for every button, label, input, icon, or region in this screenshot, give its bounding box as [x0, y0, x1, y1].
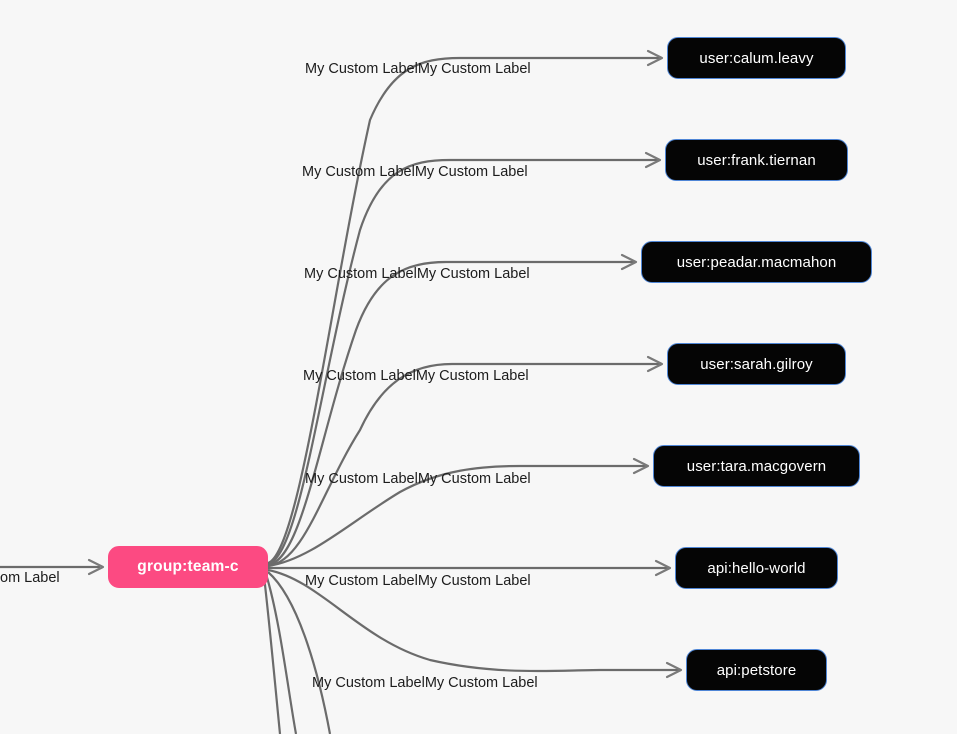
graph-node-group-team-c[interactable]: group:team-c: [108, 546, 268, 588]
graph-node-api-hello-world[interactable]: api:hello-world: [675, 547, 838, 589]
graph-node-label: group:team-c: [137, 558, 239, 575]
graph-node-user-frank-tiernan[interactable]: user:frank.tiernan: [665, 139, 848, 181]
edge-arrowhead-5[interactable]: [654, 559, 672, 577]
graph-node-api-petstore[interactable]: api:petstore: [686, 649, 827, 691]
graph-node-label: user:frank.tiernan: [697, 151, 816, 169]
graph-node-user-sarah-gilroy[interactable]: user:sarah.gilroy: [667, 343, 846, 385]
graph-node-user-peadar-macmahon[interactable]: user:peadar.macmahon: [641, 241, 872, 283]
edge-line-3[interactable]: [267, 362, 660, 568]
edge-arrowhead-1[interactable]: [644, 151, 662, 169]
edge-line-4[interactable]: [267, 464, 646, 568]
graph-node-label: api:hello-world: [707, 559, 806, 577]
edge-line-2[interactable]: [267, 260, 634, 567]
graph-node-label: user:peadar.macmahon: [676, 253, 837, 271]
edge-arrowhead-6[interactable]: [665, 661, 683, 679]
edge-line-9[interactable]: [262, 575, 282, 734]
graph-node-user-tara-macgovern[interactable]: user:tara.macgovern: [653, 445, 860, 487]
edge-line-6[interactable]: [267, 568, 679, 673]
graph-node-label: user:tara.macgovern: [686, 457, 827, 475]
graph-node-user-calum-leavy[interactable]: user:calum.leavy: [667, 37, 846, 79]
incoming-edge-arrowhead[interactable]: [87, 558, 105, 576]
edge-arrowhead-0[interactable]: [646, 49, 664, 67]
graph-node-label: user:calum.leavy: [699, 49, 814, 67]
edge-line-1[interactable]: [267, 158, 658, 566]
edge-line-0[interactable]: [267, 56, 660, 565]
graph-node-label: user:sarah.gilroy: [700, 355, 813, 373]
edge-arrowhead-4[interactable]: [632, 457, 650, 475]
edge-arrowhead-3[interactable]: [646, 355, 664, 373]
edge-line-7[interactable]: [267, 571, 332, 734]
edge-arrowhead-2[interactable]: [620, 253, 638, 271]
edge-line-8[interactable]: [264, 573, 298, 734]
graph-node-label: api:petstore: [716, 661, 797, 679]
